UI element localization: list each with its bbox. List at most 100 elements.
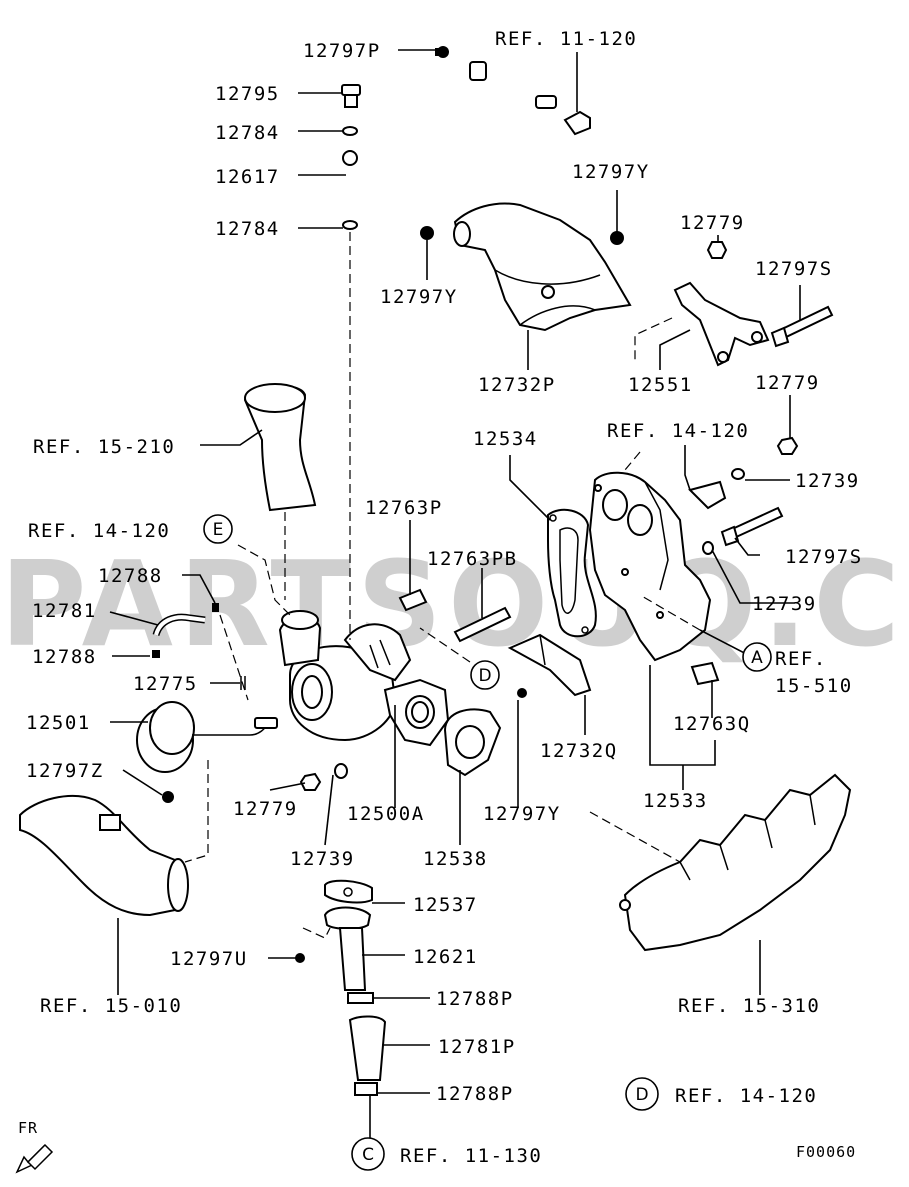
banjo-bolt-12797P[interactable]: [435, 46, 449, 58]
oil-feed-pipe-12617[interactable]: [342, 61, 557, 180]
label-12784-a[interactable]: 12784: [215, 122, 280, 144]
label-ref-15-510-line2[interactable]: 15-510: [775, 675, 853, 697]
exhaust-fitting-12533[interactable]: [588, 471, 712, 662]
label-12739-mid[interactable]: 12739: [752, 593, 817, 615]
bolt-12797Y-low[interactable]: [517, 688, 527, 698]
label-12797S-mid[interactable]: 12797S: [785, 546, 863, 568]
callout-D-diagram[interactable]: D: [470, 660, 500, 690]
part-labels: 12797P REF. 11-120 12795 12784 12617 127…: [26, 28, 863, 1167]
hose-12781P[interactable]: [348, 1015, 387, 1081]
exhaust-manifold-ref-15-310: [619, 773, 852, 952]
label-12797Y-left[interactable]: 12797Y: [380, 286, 458, 308]
label-12788-top[interactable]: 12788: [98, 565, 163, 587]
label-12739-right[interactable]: 12739: [795, 470, 860, 492]
gasket-12784-upper[interactable]: [342, 126, 358, 136]
label-12534[interactable]: 12534: [473, 428, 538, 450]
leader-lines: [109, 49, 801, 1138]
label-12537[interactable]: 12537: [413, 894, 478, 916]
oil-return-pipe-12621[interactable]: [323, 906, 372, 991]
callout-D-legend[interactable]: D: [625, 1077, 659, 1111]
label-ref-14-120-left[interactable]: REF. 14-120: [28, 520, 170, 542]
callout-C[interactable]: C: [351, 1137, 385, 1171]
washer-12739-mid[interactable]: [702, 541, 714, 555]
stud-bolt-12797S-mid[interactable]: [720, 506, 784, 547]
label-ref-15-310[interactable]: REF. 15-310: [678, 995, 820, 1017]
label-12788P-b[interactable]: 12788P: [436, 1083, 514, 1105]
front-direction-arrow: FR: [15, 1119, 54, 1174]
turbocharger-assembly-12500A[interactable]: [278, 610, 450, 747]
label-ref-11-120[interactable]: REF. 11-120: [495, 28, 637, 50]
nut-12779-mid[interactable]: [776, 436, 799, 455]
label-12775[interactable]: 12775: [133, 673, 198, 695]
gasket-12537[interactable]: [324, 879, 373, 904]
label-12797P[interactable]: 12797P: [303, 40, 381, 62]
label-12533[interactable]: 12533: [643, 790, 708, 812]
stud-bolt-12797S-top[interactable]: [770, 305, 834, 348]
clip-12788-top[interactable]: [212, 603, 219, 612]
label-12551[interactable]: 12551: [628, 374, 693, 396]
label-12779-mid[interactable]: 12779: [755, 372, 820, 394]
nut-12779-top[interactable]: [706, 241, 728, 259]
label-12779-top[interactable]: 12779: [680, 212, 745, 234]
label-ref-14-120-legend[interactable]: REF. 14-120: [675, 1085, 817, 1107]
label-12795[interactable]: 12795: [215, 83, 280, 105]
bolt-12797U[interactable]: [295, 953, 305, 963]
label-12617[interactable]: 12617: [215, 166, 280, 188]
label-12797Y-low[interactable]: 12797Y: [483, 803, 561, 825]
label-12788-mid[interactable]: 12788: [32, 646, 97, 668]
stud-12763PB[interactable]: [453, 606, 512, 643]
gasket-12538[interactable]: [443, 708, 502, 777]
clamp-12788P-lower[interactable]: [354, 1082, 378, 1096]
nut-12779-low[interactable]: [299, 772, 322, 791]
label-12763P[interactable]: 12763P: [365, 497, 443, 519]
washer-12739-right[interactable]: [731, 468, 745, 480]
label-12797S-top[interactable]: 12797S: [755, 258, 833, 280]
label-12781[interactable]: 12781: [32, 600, 97, 622]
clip-12775[interactable]: [240, 676, 246, 690]
label-ref-15-010[interactable]: REF. 15-010: [40, 995, 182, 1017]
svg-text:D: D: [478, 666, 491, 686]
bolt-12797Y-top[interactable]: [610, 190, 624, 245]
callout-A[interactable]: A: [742, 642, 772, 672]
bolt-12797Y-left[interactable]: [420, 226, 434, 280]
label-ref-15-510-line1[interactable]: REF.: [775, 648, 827, 670]
label-12739-low[interactable]: 12739: [290, 848, 355, 870]
label-12797U[interactable]: 12797U: [170, 948, 248, 970]
heat-protector-12732P[interactable]: [453, 202, 632, 332]
label-12797Z[interactable]: 12797Z: [26, 760, 104, 782]
stud-12763Q[interactable]: [690, 661, 720, 686]
clip-12788-mid[interactable]: [152, 650, 160, 658]
clamp-12788P-upper[interactable]: [347, 992, 374, 1004]
label-12621[interactable]: 12621: [413, 946, 478, 968]
label-12538[interactable]: 12538: [423, 848, 488, 870]
air-hose-ref-15-210: [243, 383, 317, 512]
gasket-12534[interactable]: [547, 508, 597, 638]
washer-12739-low[interactable]: [334, 763, 348, 779]
heat-protector-12732Q[interactable]: [507, 633, 592, 697]
label-12779-low[interactable]: 12779: [233, 798, 298, 820]
label-12788P-a[interactable]: 12788P: [436, 988, 514, 1010]
gasket-12784-lower[interactable]: [342, 220, 358, 230]
label-12763Q[interactable]: 12763Q: [673, 713, 751, 735]
fr-label: FR: [18, 1119, 38, 1137]
bolt-12797Z[interactable]: [162, 791, 174, 803]
stud-12763P[interactable]: [398, 588, 428, 612]
eye-bolt-12795[interactable]: [341, 84, 361, 108]
dashed-alignment-lines: [184, 232, 701, 939]
callout-E[interactable]: E: [203, 514, 233, 544]
label-ref-14-120-right[interactable]: REF. 14-120: [607, 420, 749, 442]
label-12797Y-top[interactable]: 12797Y: [572, 161, 650, 183]
label-12732Q[interactable]: 12732Q: [540, 740, 618, 762]
bracket-12551[interactable]: [673, 281, 770, 367]
hose-12781[interactable]: [152, 613, 206, 637]
label-12763PB[interactable]: 12763PB: [427, 548, 518, 570]
wastegate-actuator-12501[interactable]: [136, 701, 278, 773]
label-12732P[interactable]: 12732P: [478, 374, 556, 396]
label-12781P[interactable]: 12781P: [438, 1036, 516, 1058]
label-ref-11-130[interactable]: REF. 11-130: [400, 1145, 542, 1167]
label-12500A[interactable]: 12500A: [347, 803, 425, 825]
label-12784-b[interactable]: 12784: [215, 218, 280, 240]
label-12501[interactable]: 12501: [26, 712, 91, 734]
label-ref-15-210[interactable]: REF. 15-210: [33, 436, 175, 458]
